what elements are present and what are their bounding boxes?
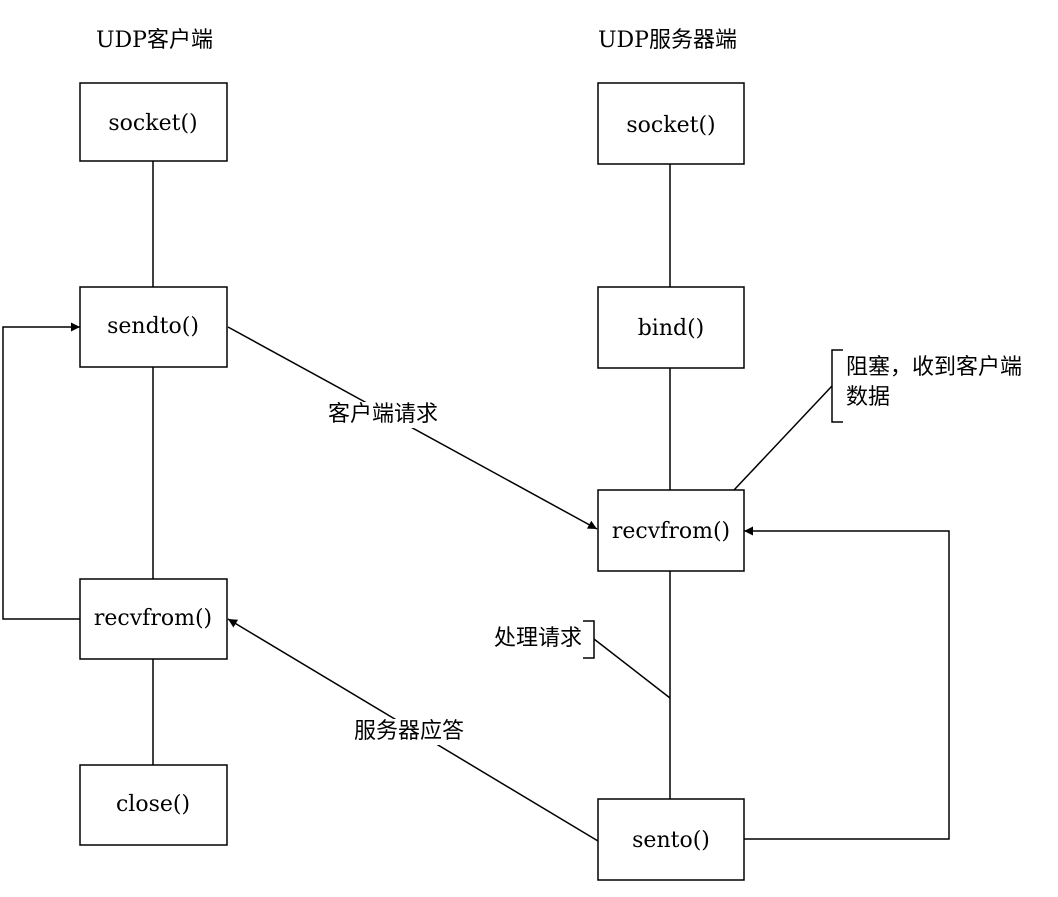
client-recvfrom-label: recvfrom(): [93, 606, 213, 631]
process-note-leader: [593, 638, 671, 699]
server-recvfrom-label: recvfrom(): [611, 519, 731, 544]
client-title: UDP客户端: [96, 28, 213, 53]
request-label: 客户端请求: [325, 402, 442, 428]
server-bind-box: [597, 286, 745, 369]
server-socket-label: socket(): [626, 113, 716, 138]
client-socket-label: socket(): [108, 111, 198, 136]
client-close-label: close(): [115, 792, 191, 817]
block-note-bracket: [831, 349, 843, 423]
response-label: 服务器应答: [351, 719, 468, 745]
server-socket-box: [597, 82, 745, 165]
server-bind-label: bind(): [637, 316, 705, 341]
process-note: 处理请求: [494, 626, 583, 651]
process-note-bracket: [583, 620, 595, 659]
server-sento-label: sento(): [632, 828, 710, 853]
block-note-leader: [733, 385, 833, 491]
server-loop-arrow: [744, 526, 950, 840]
client-loop-arrow: [2, 322, 80, 620]
request-arrow: [227, 326, 598, 530]
server-title: UDP服务器端: [598, 28, 737, 53]
block-note: 阻塞，收到客户端 数据: [846, 355, 1023, 410]
client-sendto-label: sendto(): [107, 314, 199, 339]
